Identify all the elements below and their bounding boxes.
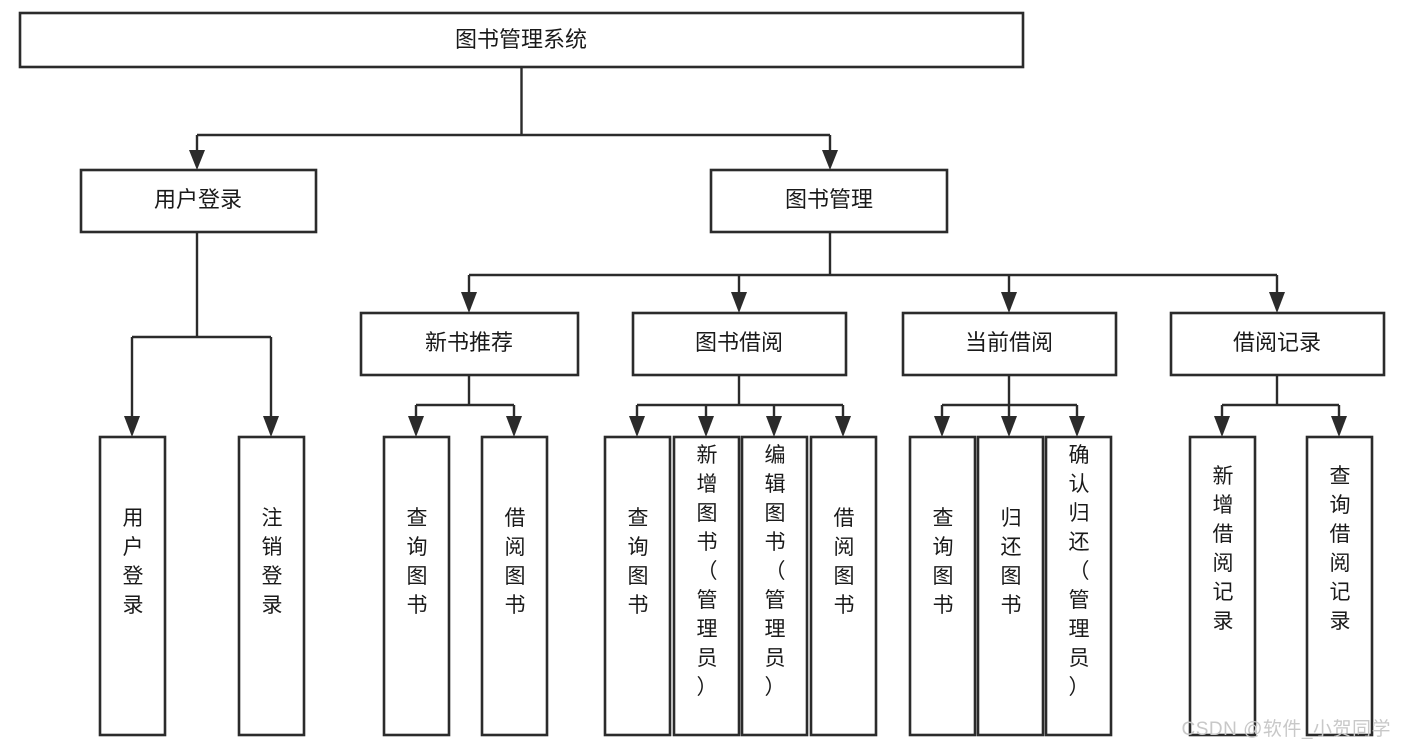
- leaf-box[interactable]: [672, 435, 741, 737]
- user-login-box[interactable]: [79, 168, 318, 234]
- arrow-to-leaf-borrow-book-2: [835, 416, 851, 437]
- current-borrow-label: 当前借阅: [965, 330, 1053, 355]
- leaf-box[interactable]: [1044, 435, 1113, 737]
- arrow-to-borrow-record: [1269, 292, 1285, 313]
- connectors-user-login-to-leaves: [124, 232, 279, 437]
- leaf-label: 查询图书: [933, 507, 954, 617]
- book-borrow-box[interactable]: [631, 311, 848, 377]
- arrow-to-new-book-recommend: [461, 292, 477, 313]
- arrow-to-leaf-user-login: [124, 416, 140, 437]
- user-login-label: 用户登录: [154, 187, 242, 212]
- leaf-box[interactable]: [1305, 435, 1374, 737]
- csdn-watermark: CSDN @软件_小贺同学: [1181, 719, 1391, 740]
- leaf-box[interactable]: [1188, 435, 1257, 737]
- node-borrow-record[interactable]: 借阅记录: [1169, 311, 1386, 377]
- leaf-label: 新增借阅记录: [1213, 465, 1234, 633]
- leaf-label: 新增图书（管理员）: [697, 444, 718, 699]
- leaf-node-borrow-book-borrow[interactable]: 借阅图书: [809, 435, 878, 737]
- leaf-label: 确认归还（管理员）: [1069, 444, 1090, 699]
- book-borrow-label: 图书借阅: [695, 330, 783, 355]
- arrow-to-leaf-return-book: [1001, 416, 1017, 437]
- arrow-to-leaf-edit-book: [766, 416, 782, 437]
- connectors-borrow-record-to-leaves: [1214, 375, 1347, 437]
- arrow-to-current-borrow: [1001, 292, 1017, 313]
- leaf-box[interactable]: [382, 435, 451, 737]
- node-book-management[interactable]: 图书管理: [709, 168, 949, 234]
- book-management-box[interactable]: [709, 168, 949, 234]
- arrow-to-leaf-logout: [263, 416, 279, 437]
- arrow-to-leaf-borrow-book-1: [506, 416, 522, 437]
- connectors-book-management-to-level2: [461, 232, 1285, 313]
- leaf-box[interactable]: [740, 435, 809, 737]
- arrow-to-book-management: [822, 150, 838, 170]
- leaf-node-edit-book-admin[interactable]: 编辑图书（管理员）: [740, 435, 809, 737]
- leaf-node-add-borrow-record[interactable]: 新增借阅记录: [1188, 435, 1257, 737]
- borrow-record-box[interactable]: [1169, 311, 1386, 377]
- leaf-label: 注销登录: [262, 507, 283, 617]
- leaf-node-query-book-current[interactable]: 查询图书: [908, 435, 977, 737]
- arrow-to-leaf-query-book-2: [629, 416, 645, 437]
- leaf-node-logout[interactable]: 注销登录: [237, 435, 306, 737]
- node-book-borrow[interactable]: 图书借阅: [631, 311, 848, 377]
- arrow-to-leaf-query-record: [1331, 416, 1347, 437]
- book-management-label: 图书管理: [785, 187, 873, 212]
- leaf-label: 查询借阅记录: [1330, 465, 1351, 633]
- root-label: 图书管理系统: [455, 27, 587, 52]
- leaf-box[interactable]: [908, 435, 977, 737]
- leaf-node-return-book[interactable]: 归还图书: [976, 435, 1045, 737]
- leaf-box[interactable]: [98, 435, 167, 737]
- arrow-to-book-borrow: [731, 292, 747, 313]
- borrow-record-label: 借阅记录: [1233, 330, 1321, 355]
- leaf-label: 查询图书: [628, 507, 649, 617]
- leaf-node-add-book-admin[interactable]: 新增图书（管理员）: [672, 435, 741, 737]
- node-new-book-recommend[interactable]: 新书推荐: [359, 311, 580, 377]
- leaf-box[interactable]: [603, 435, 672, 737]
- arrow-to-leaf-query-book-3: [934, 416, 950, 437]
- leaf-label: 借阅图书: [834, 507, 855, 617]
- leaf-label: 查询图书: [407, 507, 428, 617]
- leaf-node-borrow-book-recommend[interactable]: 借阅图书: [480, 435, 549, 737]
- arrow-to-user-login: [189, 150, 205, 170]
- leaf-label: 用户登录: [123, 507, 144, 617]
- root-box[interactable]: [18, 11, 1025, 69]
- new-book-recommend-label: 新书推荐: [425, 330, 513, 355]
- leaf-node-query-book-borrow[interactable]: 查询图书: [603, 435, 672, 737]
- leaf-box[interactable]: [976, 435, 1045, 737]
- arrow-to-leaf-confirm-return: [1069, 416, 1085, 437]
- leaf-node-query-book-recommend[interactable]: 查询图书: [382, 435, 451, 737]
- leaf-box[interactable]: [237, 435, 306, 737]
- leaf-node-query-borrow-record[interactable]: 查询借阅记录: [1305, 435, 1374, 737]
- connectors-new-book-recommend-to-leaves: [408, 375, 522, 437]
- node-root-book-management-system[interactable]: 图书管理系统: [18, 11, 1025, 69]
- leaf-label: 归还图书: [1001, 507, 1022, 617]
- connectors-root-to-level1: [189, 67, 838, 170]
- connectors-book-borrow-to-leaves: [629, 375, 851, 437]
- node-current-borrow[interactable]: 当前借阅: [901, 311, 1118, 377]
- arrow-to-leaf-add-record: [1214, 416, 1230, 437]
- leaf-box[interactable]: [809, 435, 878, 737]
- connectors-current-borrow-to-leaves: [934, 375, 1085, 437]
- arrow-to-leaf-add-book: [698, 416, 714, 437]
- new-book-recommend-box[interactable]: [359, 311, 580, 377]
- current-borrow-box[interactable]: [901, 311, 1118, 377]
- leaf-label: 借阅图书: [505, 507, 526, 617]
- leaf-box[interactable]: [480, 435, 549, 737]
- arrow-to-leaf-query-book-1: [408, 416, 424, 437]
- leaf-label: 编辑图书（管理员）: [765, 444, 786, 699]
- node-user-login[interactable]: 用户登录: [79, 168, 318, 234]
- leaf-node-user-login[interactable]: 用户登录: [98, 435, 167, 737]
- leaf-node-confirm-return-admin[interactable]: 确认归还（管理员）: [1044, 435, 1113, 737]
